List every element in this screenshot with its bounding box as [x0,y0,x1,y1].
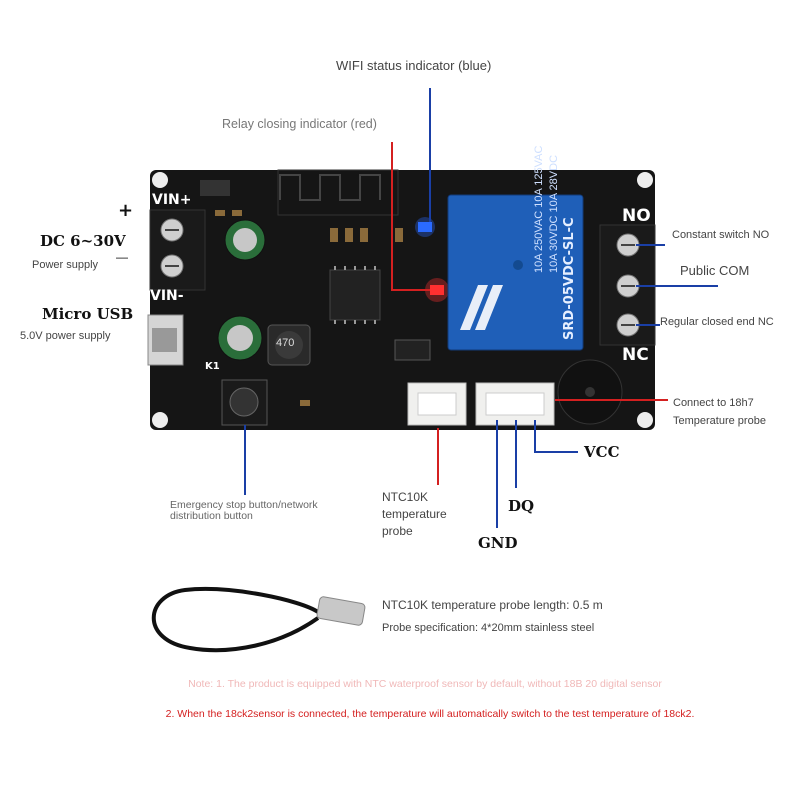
public-com-label: Public COM [680,263,750,278]
nc-label: NC [622,345,649,365]
relay-model: SRD-05VDC-SL-C [562,217,577,340]
vin-minus-label: VIN- [150,288,184,304]
note-2: 2. When the 18ck2sensor is connected, th… [165,708,695,720]
emergency-label-1: Emergency stop button/network [170,499,318,511]
blue-led [418,222,432,232]
ntc-label-3: probe [382,524,413,538]
relay-indicator-label: Relay closing indicator (red) [222,117,377,131]
connect-probe-label-2: Temperature probe [673,415,766,427]
usb-power-label: 5.0V power supply [20,330,111,342]
vcc-label: VCC [584,443,620,461]
dc-range-label: DC 6~30V [40,232,126,250]
relay-rating-line2: 10A 30VDC 10A 28VDC [548,154,560,273]
connect-probe-label-1: Connect to 18h7 [673,397,754,409]
vin-plus-label: VIN+ [152,192,192,208]
red-led [430,285,444,295]
inductor-marking: 470 [276,337,295,349]
minus-symbol: — [116,250,128,264]
ntc-label-2: temperature [382,507,447,521]
regular-closed-label: Regular closed end NC [660,316,774,328]
wifi-indicator-label: WIFI status indicator (blue) [336,58,492,73]
probe-length-label: NTC10K temperature probe length: 0.5 m [382,598,603,612]
dq-label: DQ [508,497,535,515]
micro-usb-label: Micro USB [42,305,134,323]
probe-cable [151,587,320,653]
power-supply-label: Power supply [32,259,99,271]
gnd-label: GND [478,534,518,552]
no-label: NO [622,206,651,226]
red-callout-lines [391,142,668,485]
relay [447,194,584,351]
blue-callout-lines [244,88,718,528]
relay-rating-line1: 10A 250VAC 10A 125VAC [533,145,545,273]
ntc-label-1: NTC10K [382,490,429,504]
note-1: Note: 1. The product is equipped with NT… [188,678,662,690]
wifi-antenna [279,174,381,201]
k1-label: K1 [205,361,220,372]
probe-tip [316,596,366,626]
constant-switch-label: Constant switch NO [672,229,770,241]
probe-spec-label: Probe specification: 4*20mm stainless st… [382,622,595,634]
emergency-label-2: distribution button [170,510,253,522]
mcu-chip [329,269,381,321]
plus-symbol: + [118,200,134,221]
